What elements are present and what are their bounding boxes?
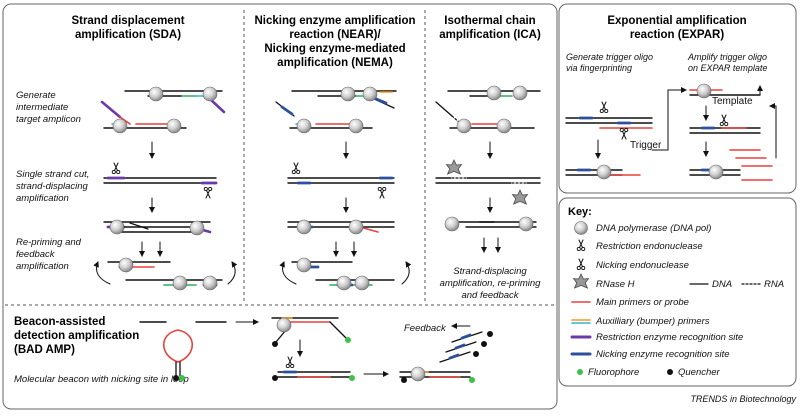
key-restriction-site-label: Restriction enzyme recognition site (596, 332, 743, 343)
expar-amp-line2: on EXPAR template (688, 63, 767, 73)
ica-diagram (435, 85, 541, 253)
bad-beacon-note: Molecular beacon with nicking site in lo… (14, 374, 189, 385)
key-pol-label: DNA polymerase (DNA pol) (596, 223, 711, 234)
key-nicking-site-label: Nicking enzyme recognition site (596, 349, 730, 360)
expar-frame (558, 3, 797, 194)
step3-line1: Re-priming and (16, 237, 82, 248)
ica-note-line3: and feedback (461, 290, 519, 301)
step3-line3: amplification (16, 261, 69, 272)
key-restriction-label: Restriction endonuclease (596, 241, 703, 252)
bad-feedback-label: Feedback (404, 323, 447, 334)
ica-note-line2: amplification, re-priming (440, 278, 542, 289)
key-rnase-label: RNase H (596, 279, 635, 290)
key-dna-label: DNA (712, 279, 732, 290)
step2-line3: amplification (16, 193, 69, 204)
step3-line2: feedback (16, 249, 56, 260)
main-frame (2, 3, 558, 410)
ica-title-line1: Isothermal chain (444, 15, 535, 27)
expar-gen-line1: Generate trigger oligo (566, 52, 653, 62)
key-legend (570, 221, 761, 375)
key-main-label: Main primers or probe (596, 297, 689, 308)
step1-line3: target amplicon (16, 114, 81, 125)
expar-gen-line2: via fingerprinting (566, 63, 632, 73)
expar-title-line2: reaction (EXPAR) (630, 29, 725, 41)
expar-trigger-label: Trigger (630, 140, 662, 151)
key-quencher-label: Quencher (678, 367, 721, 378)
near-title-line4: amplification (NEMA) (277, 57, 393, 69)
key-aux-label: Auxilliary (bumper) primers (595, 316, 710, 327)
near-diagram (275, 86, 412, 291)
ica-note-line1: Strand-displacing (453, 266, 527, 277)
ica-title-line2: amplification (ICA) (439, 29, 541, 41)
bad-title-line1: Beacon-assisted (14, 316, 105, 328)
key-fluorophore-label: Fluorophore (588, 367, 639, 378)
expar-diagram (565, 83, 777, 181)
bad-title-line2: detection amplification (14, 330, 139, 342)
bad-title-line3: (BAD AMP) (14, 344, 75, 356)
key-nicking-label: Nicking endonuclease (596, 260, 689, 271)
near-title-line3: Nicking enzyme-mediated (264, 43, 405, 55)
sda-title-line1: Strand displacement (71, 15, 184, 27)
sda-title-line2: amplification (SDA) (75, 29, 181, 41)
key-rna-label: RNA (764, 279, 784, 290)
near-title-line2: reaction (NEAR)/ (289, 29, 381, 41)
bad-diagram (139, 317, 493, 383)
key-frame (558, 197, 797, 387)
step2-line2: strand-displacing (16, 181, 89, 192)
expar-title-line1: Exponential amplification (607, 15, 746, 27)
step1-line2: intermediate (16, 102, 68, 113)
credit-label: TRENDS in Biotechnology (690, 394, 796, 404)
step2-line1: Single strand cut, (16, 169, 89, 180)
expar-template-label: Template (712, 96, 753, 107)
sda-diagram (93, 86, 238, 291)
expar-amp-line1: Amplify trigger oligo (687, 52, 767, 62)
step1-line1: Generate (16, 90, 56, 101)
near-title-line1: Nicking enzyme amplification (254, 15, 415, 27)
key-title: Key: (568, 206, 592, 218)
